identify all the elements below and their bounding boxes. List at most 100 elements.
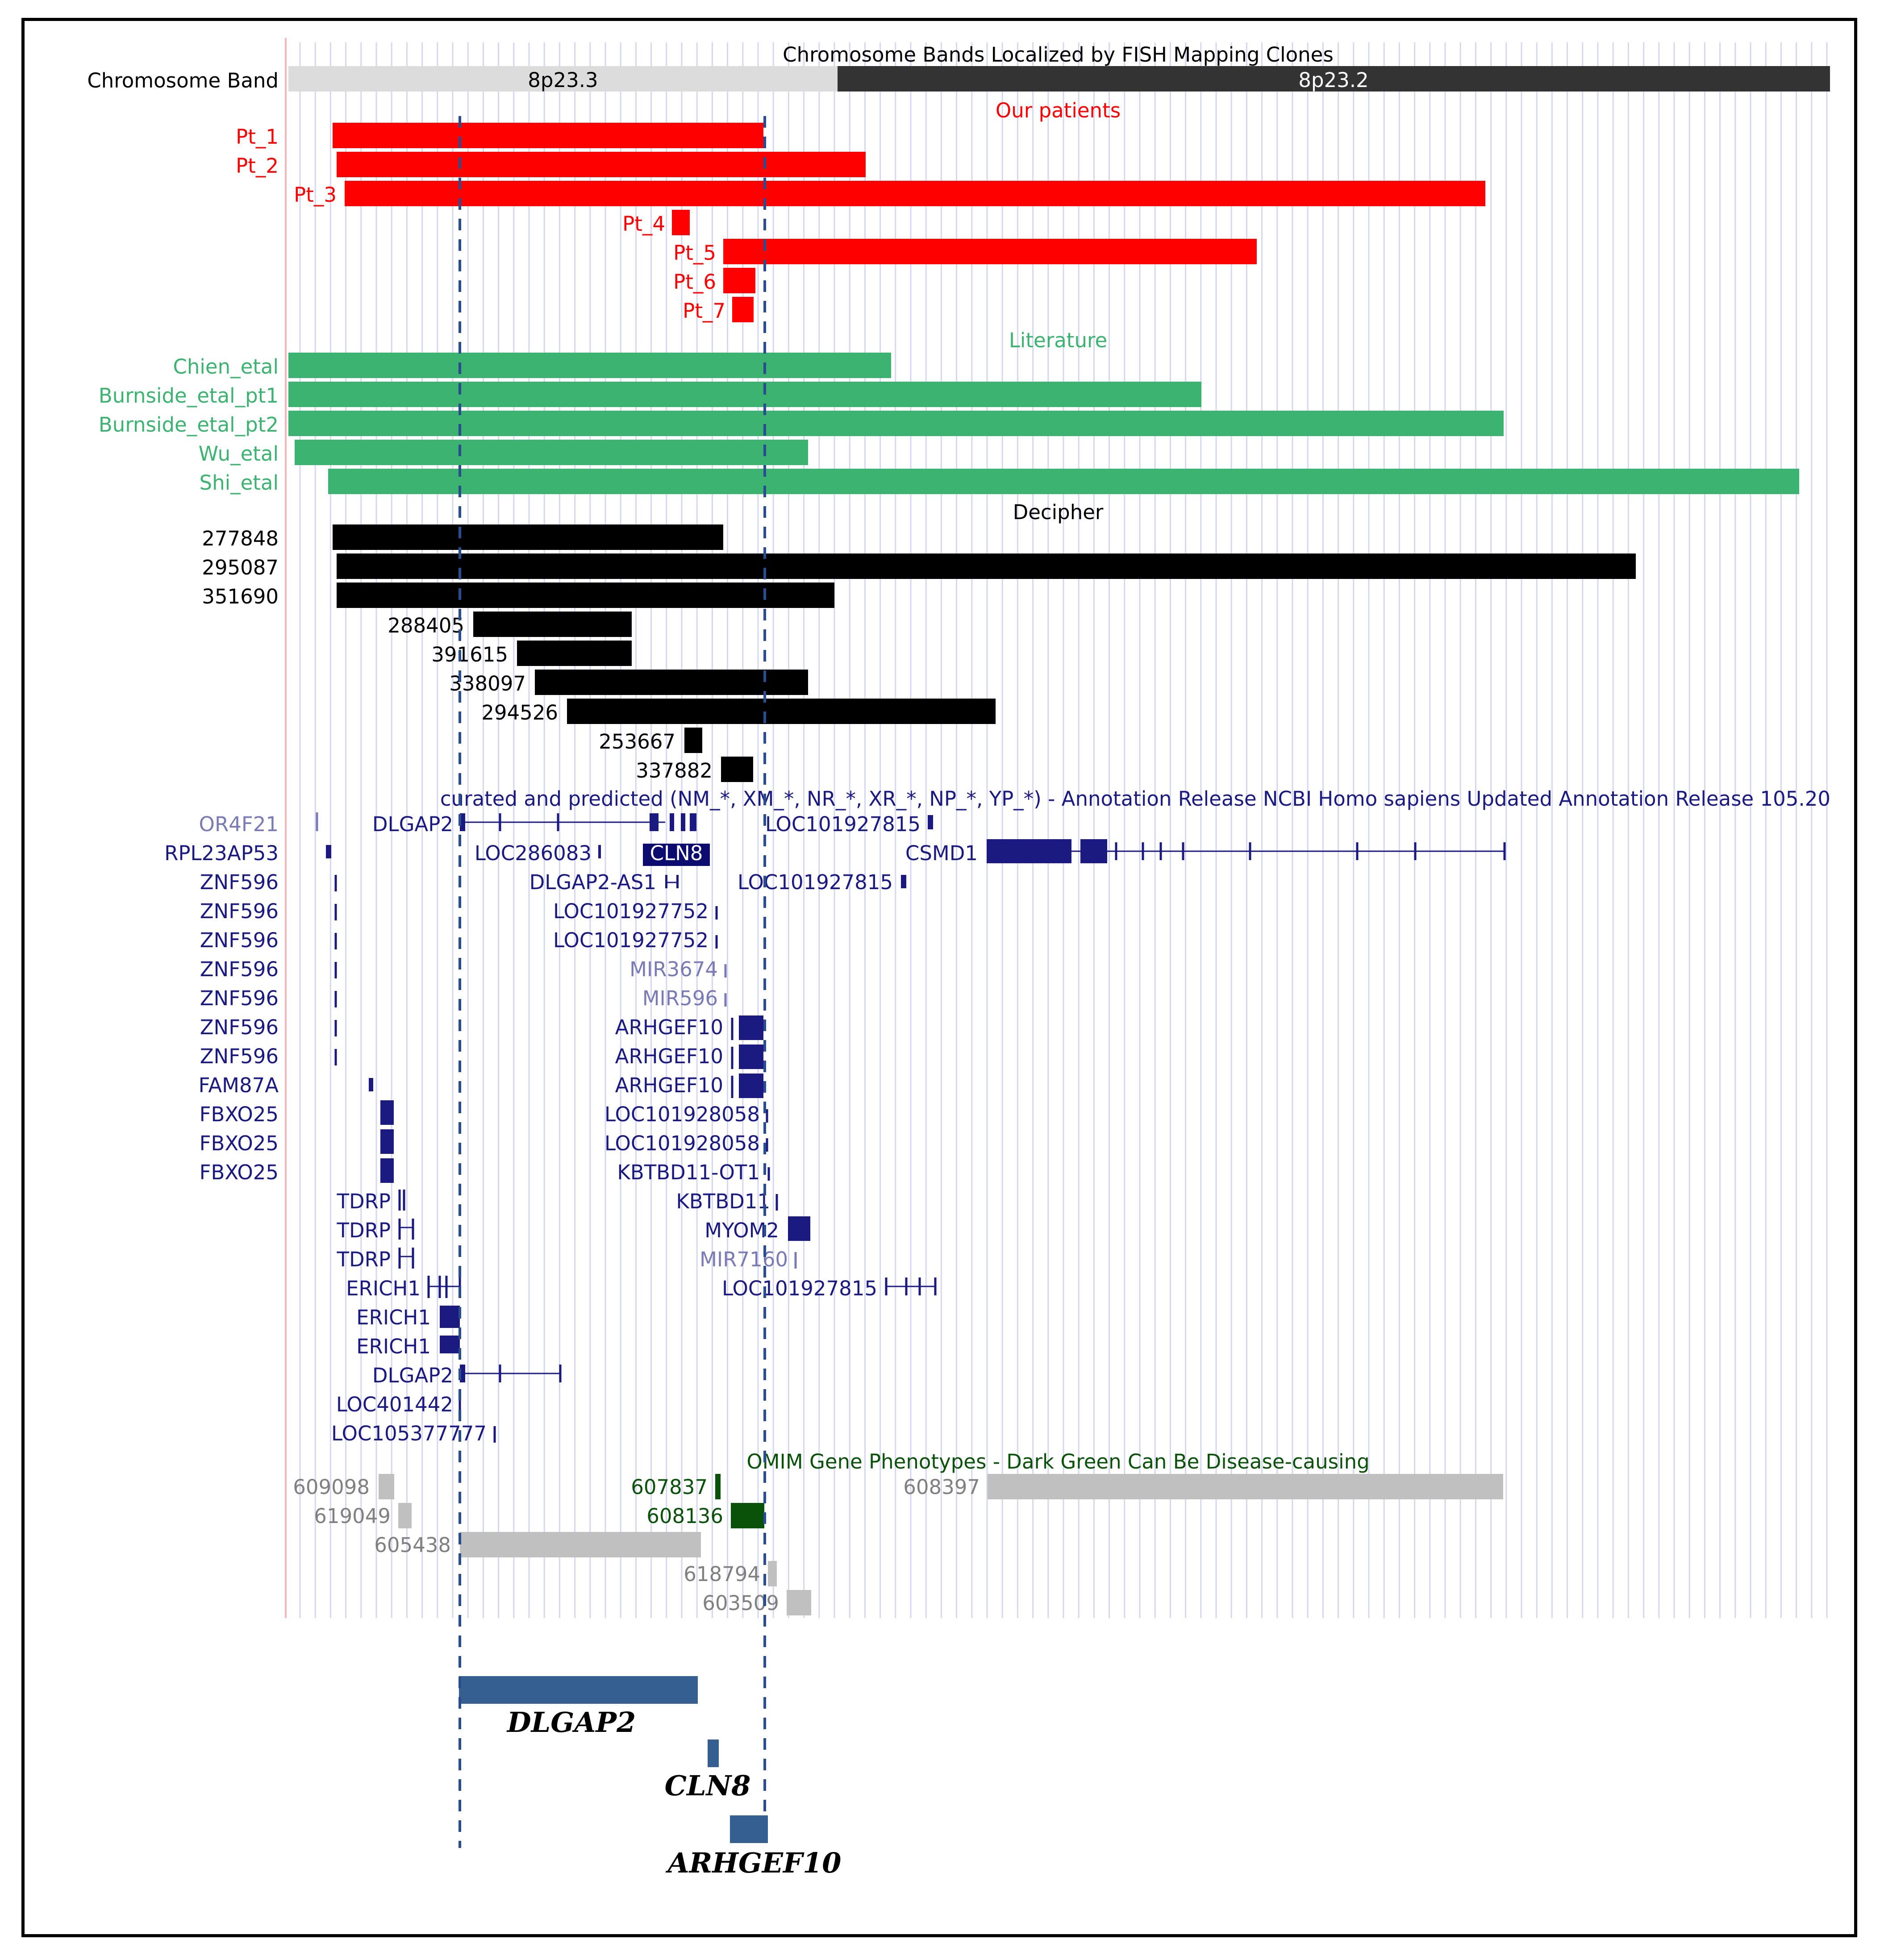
chien-label: Chien_etal	[173, 355, 279, 379]
band-8p23.2-label: 8p23.2	[1298, 68, 1368, 92]
pt7-bar	[732, 297, 754, 322]
gene-label: FAM87A	[199, 1074, 279, 1097]
omim-label: 608136	[646, 1504, 723, 1528]
decipher-253667-bar	[684, 728, 702, 753]
decipher-338097-label: 338097	[449, 672, 526, 695]
gene-exon	[665, 875, 667, 888]
gene-exon	[326, 845, 331, 858]
gene-label: DLGAP2	[372, 1364, 453, 1387]
dlgap2-bottom-label: DLGAP2	[506, 1706, 636, 1739]
decipher-338097-bar	[535, 670, 808, 695]
literature-track-title: Literature	[1009, 329, 1107, 352]
band-track-label: Chromosome Band	[87, 69, 279, 92]
gene-exon	[788, 1216, 810, 1241]
gene-label: ARHGEF10	[615, 1074, 723, 1097]
omim-bar	[787, 1590, 811, 1615]
gene-exon	[440, 1306, 460, 1328]
omim-label: 609098	[293, 1475, 370, 1499]
burnside-pt1-bar	[288, 382, 1201, 407]
omim-bar	[379, 1474, 394, 1499]
gene-label: CSMD1	[905, 841, 978, 865]
gene-exon	[650, 813, 659, 831]
gene-label: ERICH1	[346, 1277, 421, 1300]
gene-label: ZNF596	[200, 986, 279, 1010]
gene-exon	[670, 813, 674, 831]
omim-label: 603509	[702, 1591, 779, 1615]
patients-track-title: Our patients	[996, 99, 1121, 122]
pt3-label: Pt_3	[294, 183, 337, 207]
gene-label: ZNF596	[200, 1045, 279, 1068]
gene-label: LOC401442	[336, 1393, 453, 1416]
gene-label: ZNF596	[200, 870, 279, 894]
gene-exon	[369, 1078, 373, 1091]
arhgef10-bottom-bar	[730, 1815, 768, 1843]
shi-label: Shi_etal	[200, 471, 279, 495]
cln8-label: CLN8	[650, 841, 703, 865]
pt7-label: Pt_7	[683, 299, 725, 323]
gene-exon	[380, 1158, 394, 1183]
gene-label: FBXO25	[200, 1132, 279, 1155]
decipher-294526-bar	[567, 699, 996, 724]
decipher-337882-label: 337882	[636, 759, 713, 782]
gene-label: KBTBD11-OT1	[617, 1161, 760, 1184]
gene-label: LOC101927752	[553, 928, 709, 952]
gene-exon	[901, 875, 906, 888]
gene-label: ERICH1	[356, 1306, 431, 1329]
gene-label: TDRP	[336, 1219, 391, 1242]
decipher-277848-label: 277848	[202, 527, 279, 550]
cln8-highlight	[643, 844, 710, 866]
band-8p23.3	[288, 66, 838, 92]
omim-bar	[731, 1503, 764, 1528]
gene-exon	[739, 1074, 763, 1098]
omim-bar	[398, 1503, 412, 1528]
gene-exon	[380, 1100, 394, 1125]
decipher-288405-bar	[473, 612, 632, 637]
burnside-pt1-label: Burnside_etal_pt1	[99, 384, 279, 408]
omim-label: 618794	[684, 1562, 760, 1586]
gene-label: OR4F21	[199, 812, 279, 836]
gene-label: MIR596	[642, 986, 718, 1010]
decipher-391615-bar	[517, 641, 632, 666]
pt2-label: Pt_2	[236, 154, 279, 178]
gene-label: KBTBD11	[676, 1190, 770, 1213]
pt3-bar	[345, 181, 1485, 206]
gene-label: LOC101928058	[604, 1132, 760, 1155]
gene-exon	[440, 1336, 460, 1353]
decipher-295087-label: 295087	[202, 556, 279, 579]
cln8-bottom-bar	[708, 1739, 719, 1767]
gene-label: ZNF596	[200, 1015, 279, 1039]
decipher-track-title: Decipher	[1013, 500, 1104, 524]
gene-label: ZNF596	[200, 899, 279, 923]
pt1-label: Pt_1	[236, 125, 279, 149]
gene-label: MIR7160	[700, 1248, 788, 1271]
gene-exon	[739, 1045, 763, 1069]
gene-label: LOC101928058	[604, 1103, 760, 1126]
gene-label: ARHGEF10	[615, 1015, 723, 1039]
decipher-295087-bar	[337, 553, 1636, 579]
gene-label: ZNF596	[200, 957, 279, 981]
gene-exon	[987, 839, 1071, 863]
gene-label: FBXO25	[200, 1161, 279, 1184]
gene-exon	[690, 813, 696, 831]
gene-label: LOC105377777	[331, 1422, 487, 1445]
wu-bar	[295, 440, 808, 465]
gene-label: LOC286083	[475, 841, 592, 865]
decipher-253667-label: 253667	[599, 730, 675, 753]
wu-label: Wu_etal	[199, 442, 279, 466]
gene-exon	[739, 1015, 763, 1040]
pt6-label: Pt_6	[673, 270, 716, 294]
pt5-label: Pt_5	[673, 241, 716, 265]
decipher-391615-label: 391615	[431, 643, 508, 666]
gene-exon	[928, 815, 933, 829]
omim-bar	[715, 1474, 721, 1499]
band-track-title: Chromosome Bands Localized by FISH Mappi…	[783, 43, 1334, 67]
pt2-bar	[337, 152, 866, 177]
omim-label: 619049	[314, 1504, 391, 1528]
gene-exon	[1080, 839, 1107, 863]
omim-track-title: OMIM Gene Phenotypes - Dark Green Can Be…	[746, 1450, 1369, 1473]
gene-label: DLGAP2-AS1	[529, 870, 656, 894]
decipher-337882-bar	[721, 757, 753, 782]
decipher-288405-label: 288405	[388, 614, 464, 637]
